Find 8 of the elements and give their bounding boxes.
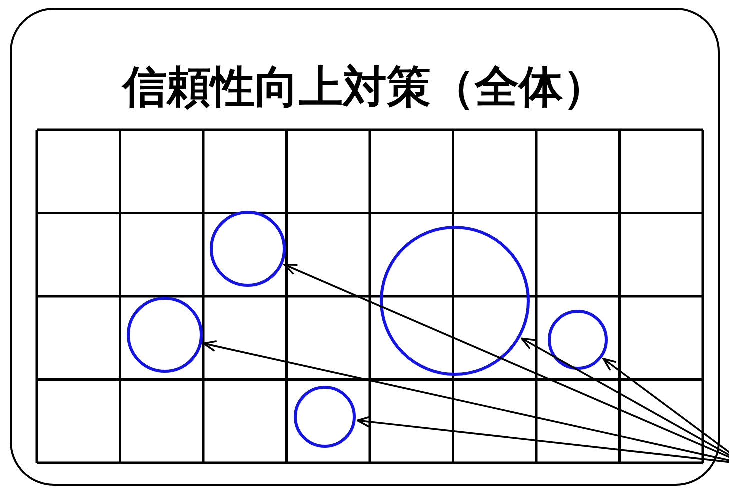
arrow [356, 416, 729, 465]
circle-marker [380, 226, 530, 376]
circle-marker [127, 297, 203, 373]
title-text: 信頼性向上対策（全体） [123, 61, 607, 115]
circle-marker [548, 310, 608, 370]
rounded-frame [10, 8, 720, 486]
circle-marker [210, 211, 286, 287]
circle-marker [294, 386, 356, 448]
